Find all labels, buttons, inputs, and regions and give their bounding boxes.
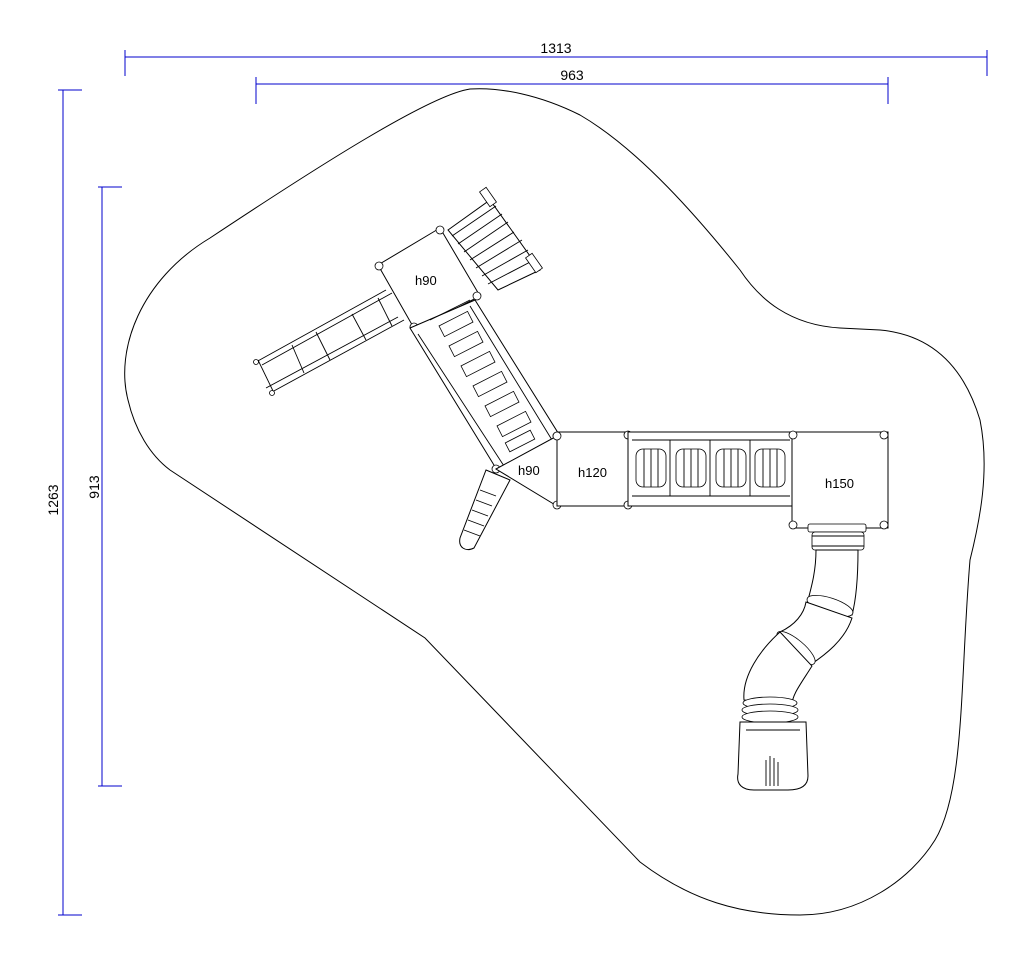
tyre-3 xyxy=(715,448,747,488)
tyre-bridge xyxy=(627,431,793,507)
bridge-stepping-blocks xyxy=(438,310,536,453)
platform-right: h150 xyxy=(788,430,889,530)
dimension-inner-height: 913 xyxy=(86,186,122,787)
rope-ladder-left xyxy=(253,289,405,396)
platform-right-label: h150 xyxy=(825,476,854,491)
platform-upper-left-label: h90 xyxy=(415,273,437,288)
dimension-overall-width-label: 1313 xyxy=(540,40,571,56)
platform-middle: h90 xyxy=(494,435,562,510)
platform-center-label: h120 xyxy=(578,465,607,480)
platform-middle-label: h90 xyxy=(518,463,540,478)
tube-slide xyxy=(737,523,867,791)
platform-center: h120 xyxy=(552,430,633,510)
dimension-inner-width-label: 963 xyxy=(560,67,584,83)
dimension-inner-height-label: 913 xyxy=(86,475,102,499)
dimension-inner-width: 963 xyxy=(255,67,889,104)
step-ladder-top xyxy=(447,186,543,291)
climbing-pole-small xyxy=(459,469,511,551)
platform-upper-left: h90 xyxy=(374,225,482,332)
diagonal-bridge xyxy=(409,299,562,474)
tyre-4 xyxy=(754,448,786,488)
tyre-2 xyxy=(675,448,707,488)
dimension-overall-height: 1263 xyxy=(45,89,82,916)
dimension-overall-height-label: 1263 xyxy=(45,484,61,515)
dimension-overall-width: 1313 xyxy=(124,40,988,76)
safety-zone-outline xyxy=(124,88,985,916)
tyre-1 xyxy=(635,448,667,488)
